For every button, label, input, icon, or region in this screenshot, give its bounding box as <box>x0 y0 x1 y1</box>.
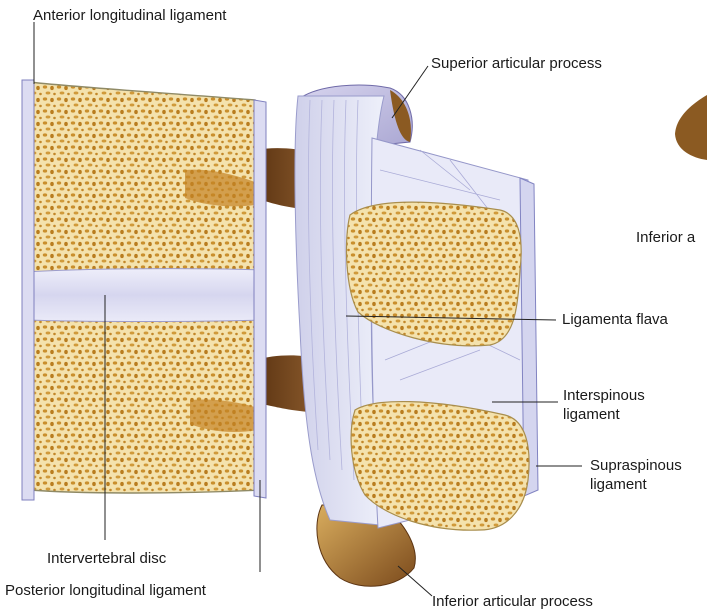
label-posterior-longitudinal-ligament: Posterior longitudinal ligament <box>5 581 206 600</box>
label-superior-articular-process: Superior articular process <box>431 54 602 73</box>
label-supraspinous-line2: ligament <box>590 475 682 494</box>
label-intervertebral-disc: Intervertebral disc <box>47 549 166 568</box>
adjacent-process-fragment <box>675 95 707 160</box>
label-inferior-partial: Inferior a <box>636 228 695 247</box>
posterior-longitudinal-ligament-strip <box>254 100 266 498</box>
label-interspinous-ligament: Interspinous ligament <box>563 386 645 424</box>
label-interspinous-line2: ligament <box>563 405 645 424</box>
leader-inferior-articular <box>398 566 432 596</box>
label-supraspinous-ligament: Supraspinous ligament <box>590 456 682 494</box>
label-supraspinous-line1: Supraspinous <box>590 456 682 475</box>
label-inferior-articular-process: Inferior articular process <box>432 592 593 611</box>
intervertebral-disc-shape <box>26 269 264 322</box>
label-anterior-longitudinal-ligament: Anterior longitudinal ligament <box>33 6 226 25</box>
anterior-longitudinal-ligament-strip <box>22 80 34 500</box>
label-interspinous-line1: Interspinous <box>563 386 645 405</box>
label-ligamenta-flava: Ligamenta flava <box>562 310 668 329</box>
